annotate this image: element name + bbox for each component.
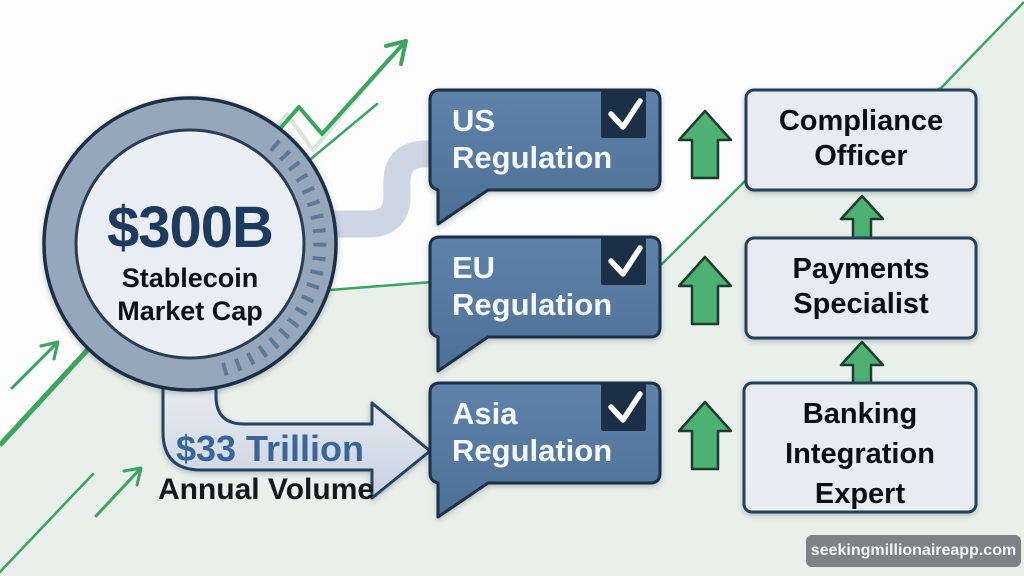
coin-icon [42,96,338,392]
coin-value: $300B [107,195,274,260]
checkmark-icon [608,98,643,130]
role-label-banking-integration-expert: Banking Integration Expert [785,398,935,510]
checkbox-icon [601,384,646,431]
up-arrow-icon [677,109,733,180]
regulation-bubble-asia [428,381,662,519]
growth-arrow-icon [0,340,143,574]
watermark: seekingmillionaireapp.com [806,535,1021,567]
role-box-compliance-officer [744,88,978,192]
role-box-banking-integration-expert [742,381,978,514]
checkbox-icon [601,238,646,285]
role-label-payments-specialist: Payments Specialist [792,253,930,320]
up-arrow-icon [677,400,733,471]
coin-caption: Stablecoin Market Cap [117,263,263,326]
role-label-compliance-officer: Compliance Officer [778,105,944,172]
volume-value: $33 Trillion [175,428,365,469]
volume-label: Annual Volume [157,473,375,506]
checkbox-icon [601,91,646,138]
checkmark-icon [608,245,643,277]
connector-pipe [318,140,436,238]
role-box-payments-specialist [744,236,978,340]
up-arrow-icon [677,255,733,326]
checkmark-icon [608,391,643,423]
regulation-label-eu: EU Regulation [452,250,613,322]
regulation-bubble-us [428,88,662,226]
regulation-label-asia: Asia Regulation [452,396,613,468]
regulation-bubble-eu [428,235,662,373]
regulation-label-us: US Regulation [452,103,613,175]
